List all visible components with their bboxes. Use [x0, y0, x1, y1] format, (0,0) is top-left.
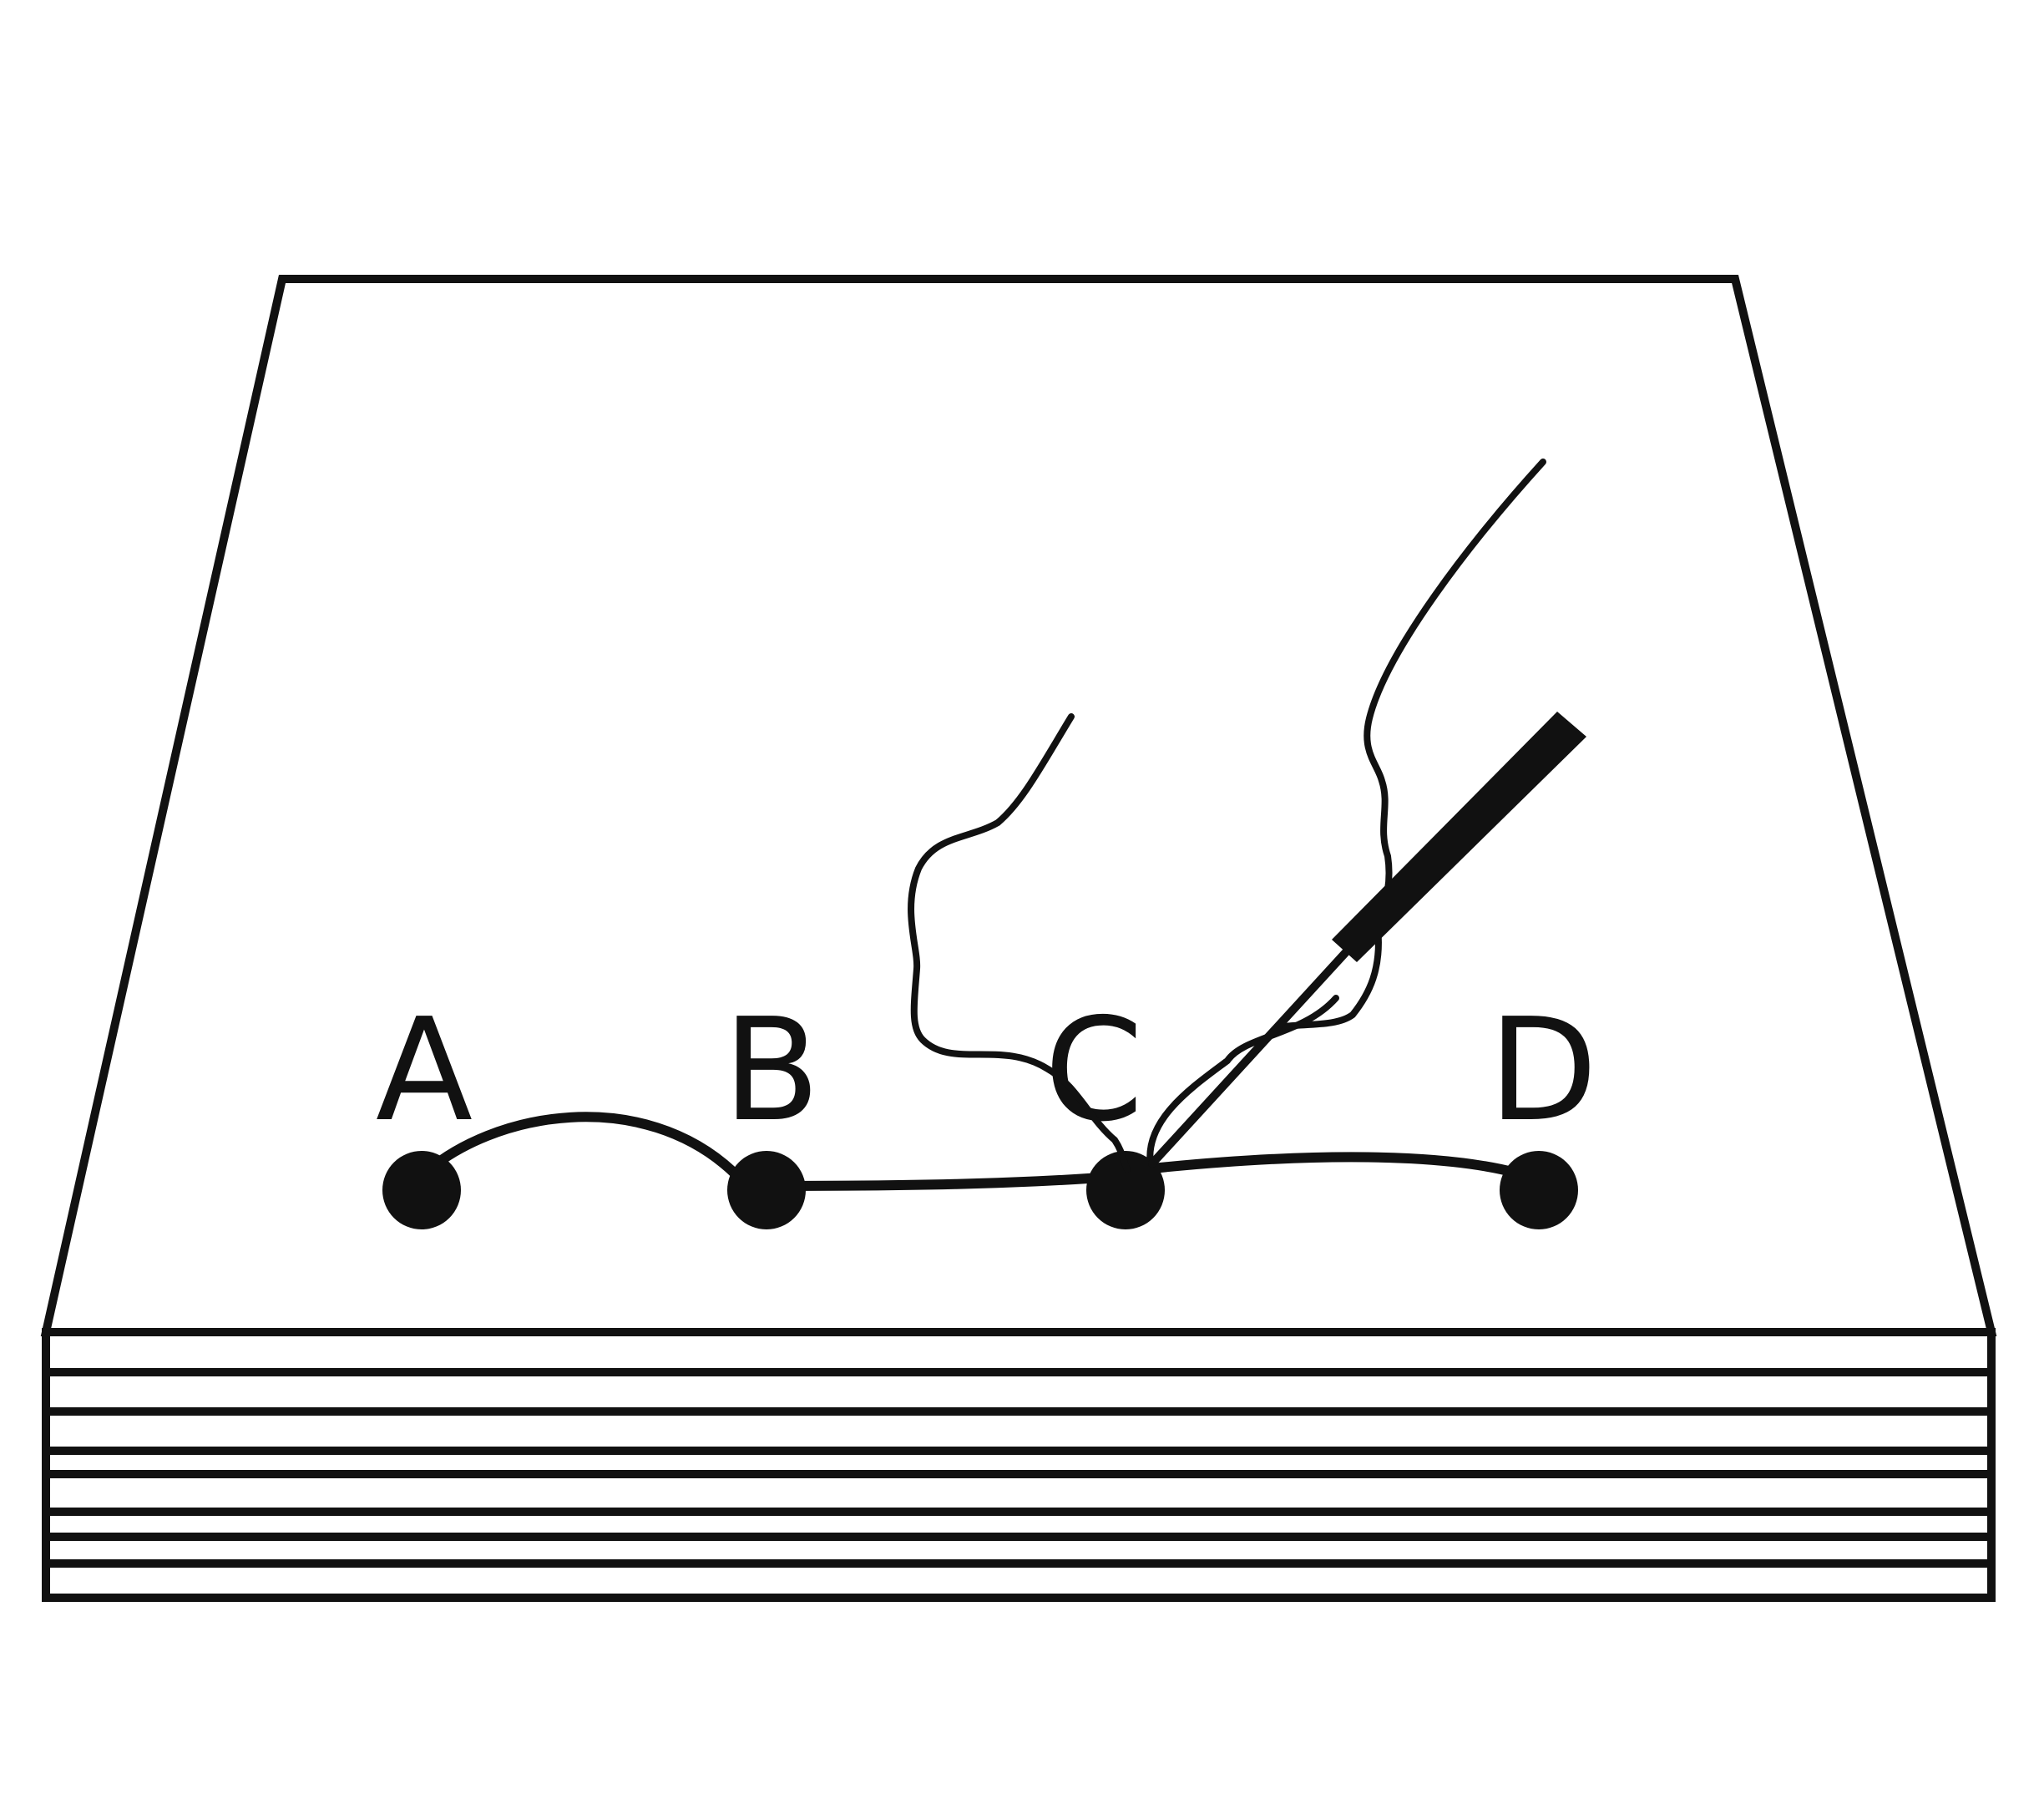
point-b-label: B	[723, 988, 821, 1153]
point-c-label: C	[1045, 988, 1144, 1153]
thread-c-d	[1139, 1152, 1537, 1183]
point-d-label: D	[1489, 988, 1598, 1153]
pen-shaft	[1148, 948, 1350, 1168]
page-stack	[42, 1328, 1996, 1602]
thread-b-c	[761, 1171, 1128, 1191]
hand-finger-outline	[1274, 459, 1546, 1031]
hand-icon	[908, 459, 1546, 1173]
point-a	[382, 1151, 461, 1229]
thread-a-b	[417, 1112, 740, 1181]
hand-thumb-outline	[908, 713, 1131, 1173]
point-d	[1500, 1151, 1578, 1229]
pen-barrel	[1332, 712, 1586, 962]
point-b	[727, 1151, 806, 1229]
pen-icon	[1148, 712, 1586, 1168]
point-c	[1086, 1151, 1165, 1229]
point-a-label: A	[376, 988, 473, 1153]
